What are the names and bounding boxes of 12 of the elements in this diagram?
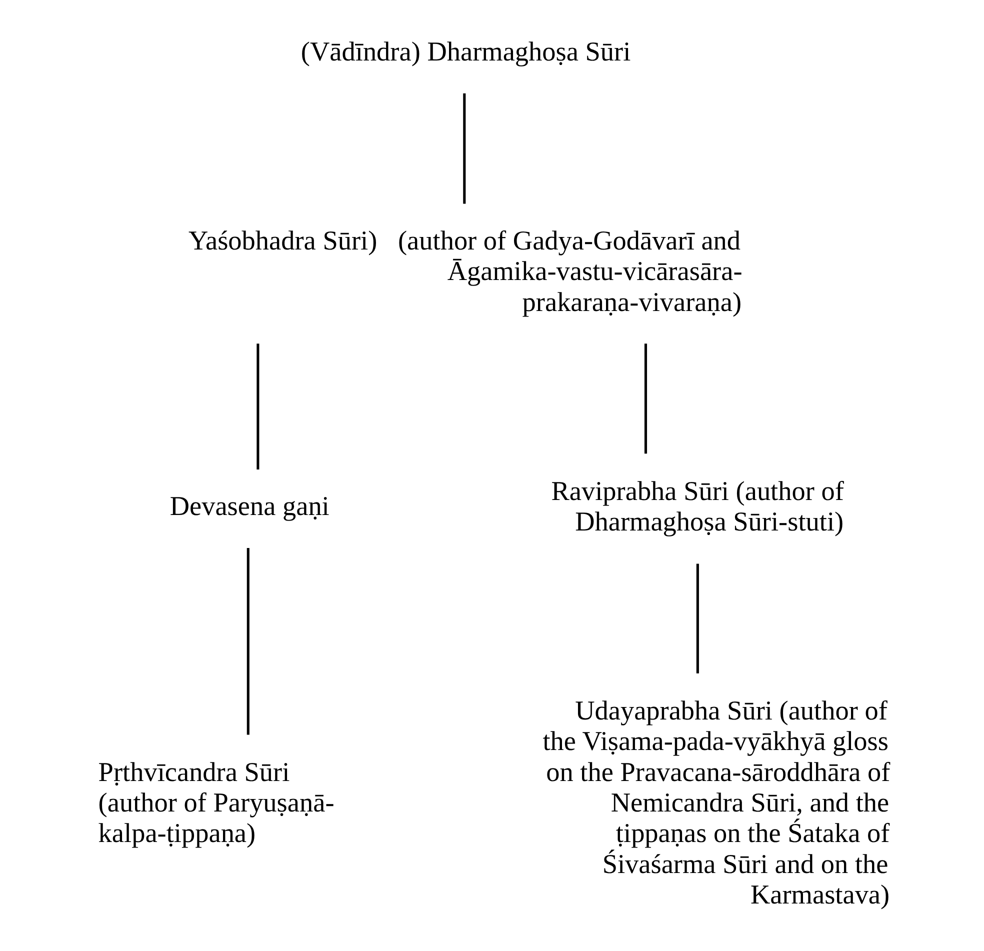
connector bbox=[462, 93, 466, 204]
node-text: Udayaprabha Sūri (author of the Viṣama-pada-vyākhyā gloss on the Pravacana-sāroddhāra of Nemicandra Sūri, and the ṭippaṇas on the Śataka of Śivaśarma Sūri and on the Karmastava) bbox=[542, 696, 890, 910]
node-text: Pṛthvīcandra Sūri (author of Paryuṣaṇā-kalpa-ṭippaṇa) bbox=[98, 756, 334, 848]
node-text: (Vādīndra) Dharmaghoṣa Sūri bbox=[300, 36, 630, 67]
connector bbox=[696, 564, 698, 674]
connector bbox=[644, 344, 647, 454]
connector bbox=[256, 344, 259, 470]
connector bbox=[246, 548, 249, 735]
node-text: Yaśobhadra Sūri) bbox=[188, 226, 377, 256]
node-label: (author of Gadya-Godāvarī and Āgamika-vastu-vicārasāra-prakaraṇa-vivaraṇa) bbox=[397, 226, 742, 317]
node-text: Devasena gaṇi bbox=[169, 491, 329, 522]
node-text: Raviprabha Sūri (author of Dharmaghoṣa Sūri-stuti) bbox=[550, 476, 844, 536]
